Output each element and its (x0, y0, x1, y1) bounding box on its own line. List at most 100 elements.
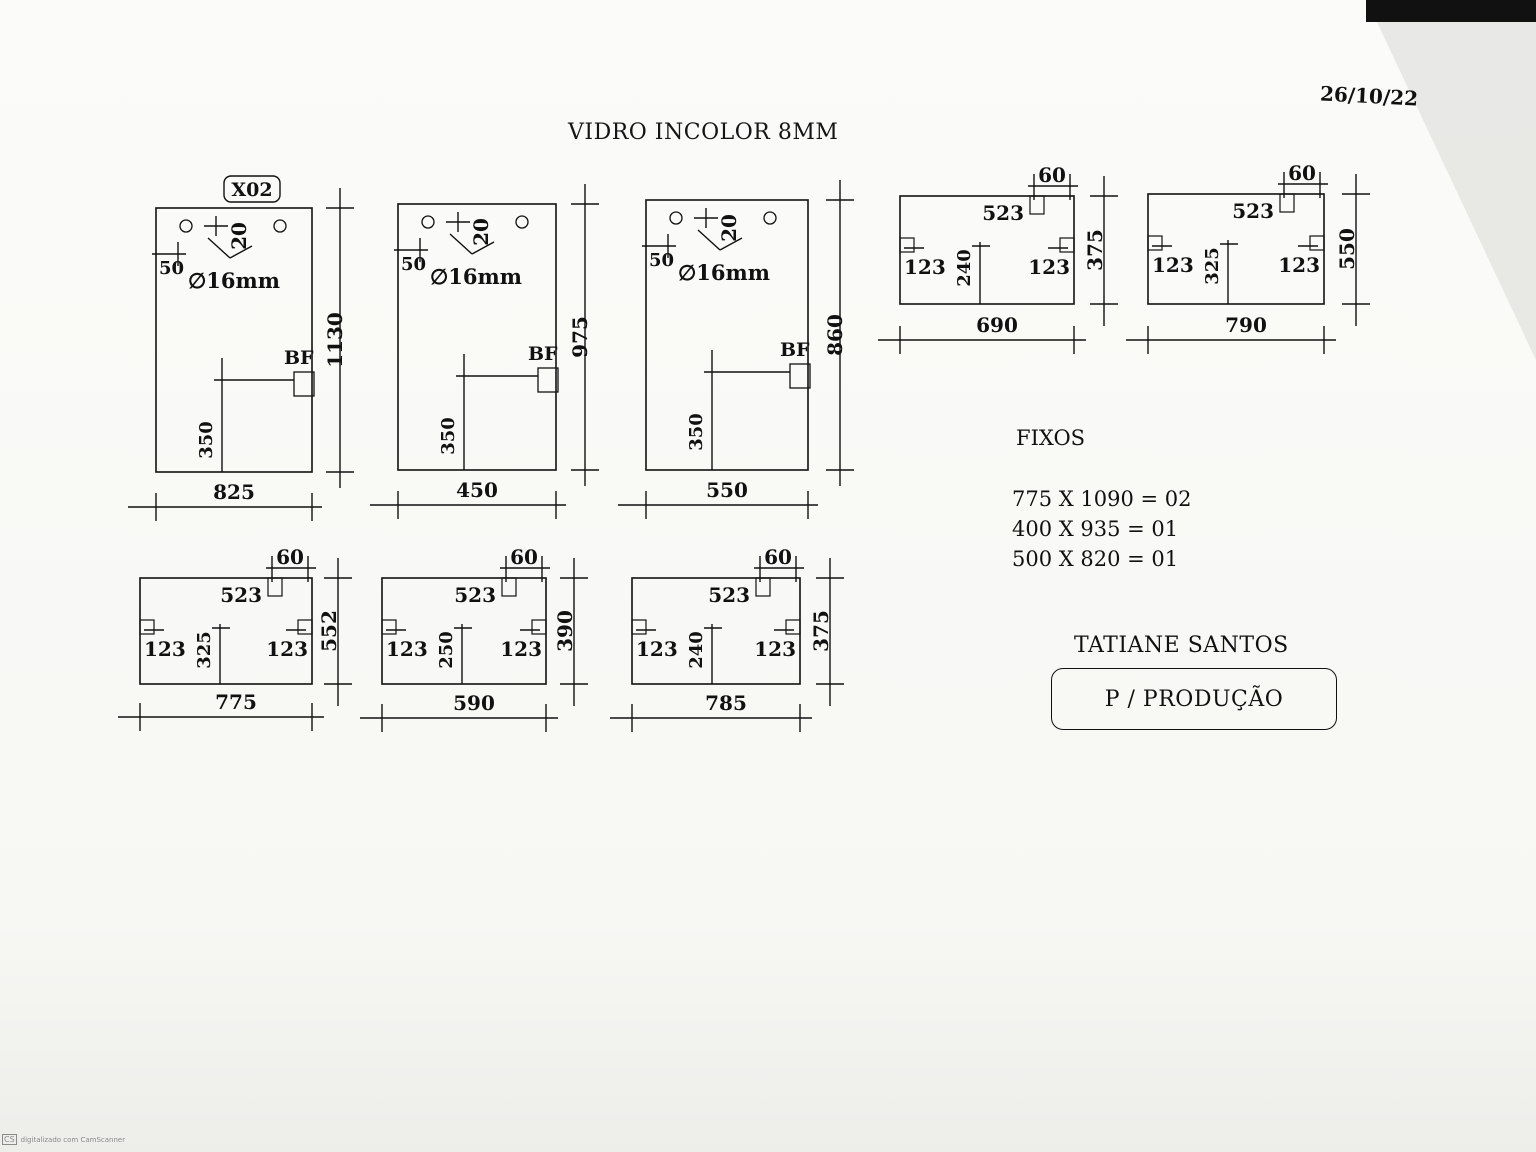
leader-line (207, 237, 231, 259)
lock-label: BF (528, 343, 558, 365)
width-dimension-label: 790 (1225, 313, 1267, 337)
scan-dark-corner (1366, 0, 1536, 22)
left-cutout (1147, 235, 1163, 251)
width-dimension-label: 450 (456, 478, 498, 502)
lock-label: BF (780, 339, 810, 361)
middle-label: 250 (436, 631, 457, 669)
height-dimension-label: 375 (809, 610, 833, 652)
edge-offset-label: 50 (159, 258, 184, 279)
document-title: VIDRO INCOLOR 8MM (568, 120, 839, 145)
right-cut-label: 123 (754, 637, 796, 661)
fixos-list: 775 X 1090 = 02 400 X 935 = 01 500 X 820… (1012, 484, 1192, 574)
top-cut-label: 523 (220, 583, 262, 607)
top-offset-label: 60 (276, 545, 304, 569)
height-dimension-label: 390 (553, 610, 577, 652)
scanner-footer: CS digitalizado com CamScanner (2, 1134, 125, 1145)
quantity-badge (223, 175, 281, 203)
hole-offset-label: 20 (227, 222, 251, 250)
leader-line (719, 237, 743, 251)
height-dimension-label: 375 (1083, 229, 1107, 271)
right-cutout (785, 619, 801, 635)
right-cutout (1059, 237, 1075, 253)
top-offset-label: 60 (1288, 161, 1316, 185)
leader-line (471, 241, 495, 255)
quantity-label: X02 (231, 179, 272, 201)
height-dimension-label: 975 (568, 316, 592, 358)
top-offset-label: 60 (510, 545, 538, 569)
height-dimension-label: 552 (317, 610, 341, 652)
fixos-item: 775 X 1090 = 02 (1012, 487, 1192, 511)
glass-outline (155, 207, 313, 473)
top-cut-label: 523 (454, 583, 496, 607)
top-cutout (1279, 193, 1295, 213)
transom-panel-drawing: 60 523 123 123 240 375 785 (610, 545, 844, 732)
lock-cutout (789, 363, 811, 389)
glass-outline (645, 199, 809, 471)
left-cutout (899, 237, 915, 253)
top-offset-label: 60 (764, 545, 792, 569)
left-cut-label: 123 (904, 255, 946, 279)
glass-outline (397, 203, 557, 471)
production-stamp-box: P / PRODUÇÃO (1051, 668, 1337, 730)
top-cutout (755, 577, 771, 597)
hole-circle-icon (763, 211, 777, 225)
scanner-footer-text: digitalizado com CamScanner (20, 1135, 126, 1144)
left-cut-label: 123 (1152, 253, 1194, 277)
right-cutout (297, 619, 313, 635)
right-cut-label: 123 (1278, 253, 1320, 277)
left-cutout (139, 619, 155, 635)
width-dimension-label: 690 (976, 313, 1018, 337)
edge-offset-label: 50 (401, 254, 426, 275)
hole-offset-label: 20 (469, 218, 493, 246)
height-dimension-label: 550 (1335, 228, 1359, 270)
width-dimension-label: 550 (706, 478, 748, 502)
hole-circle-icon (179, 219, 193, 233)
right-cutout (531, 619, 547, 635)
lock-cutout (293, 371, 315, 397)
edge-offset-label: 50 (649, 250, 674, 271)
top-offset-label: 60 (1038, 163, 1066, 187)
middle-label: 240 (686, 631, 707, 669)
lock-cutout (537, 367, 559, 393)
width-dimension-label: 825 (213, 480, 255, 504)
hole-circle-icon (421, 215, 435, 229)
middle-label: 325 (194, 631, 215, 669)
width-dimension-label: 775 (215, 690, 257, 714)
right-cut-label: 123 (266, 637, 308, 661)
left-cutout (381, 619, 397, 635)
leader-line (697, 229, 721, 251)
leader-line (229, 245, 253, 259)
top-cutout (267, 577, 283, 597)
right-cut-label: 123 (500, 637, 542, 661)
camscanner-logo: CS (2, 1134, 17, 1145)
hole-circle-icon (515, 215, 529, 229)
hole-circle-icon (273, 219, 287, 233)
left-cutout (631, 619, 647, 635)
height-dimension-label: 860 (823, 314, 847, 356)
client-name: TATIANE SANTOS (1074, 633, 1289, 658)
lock-height-label: 350 (196, 421, 217, 459)
fixos-item: 400 X 935 = 01 (1012, 517, 1179, 541)
width-dimension-label: 785 (705, 691, 747, 715)
lock-height-label: 350 (438, 417, 459, 455)
right-cut-label: 123 (1028, 255, 1070, 279)
hole-circle-icon (669, 211, 683, 225)
top-cut-label: 523 (708, 583, 750, 607)
page-fold-shadow (1376, 20, 1536, 360)
hole-diameter-label: ∅16mm (188, 268, 280, 293)
left-cut-label: 123 (636, 637, 678, 661)
height-dimension-label: 1130 (323, 312, 347, 368)
leader-line (449, 233, 473, 255)
top-cut-label: 523 (1232, 199, 1274, 223)
top-cutout (1029, 195, 1045, 215)
right-cutout (1309, 235, 1325, 251)
middle-label: 240 (954, 249, 975, 287)
